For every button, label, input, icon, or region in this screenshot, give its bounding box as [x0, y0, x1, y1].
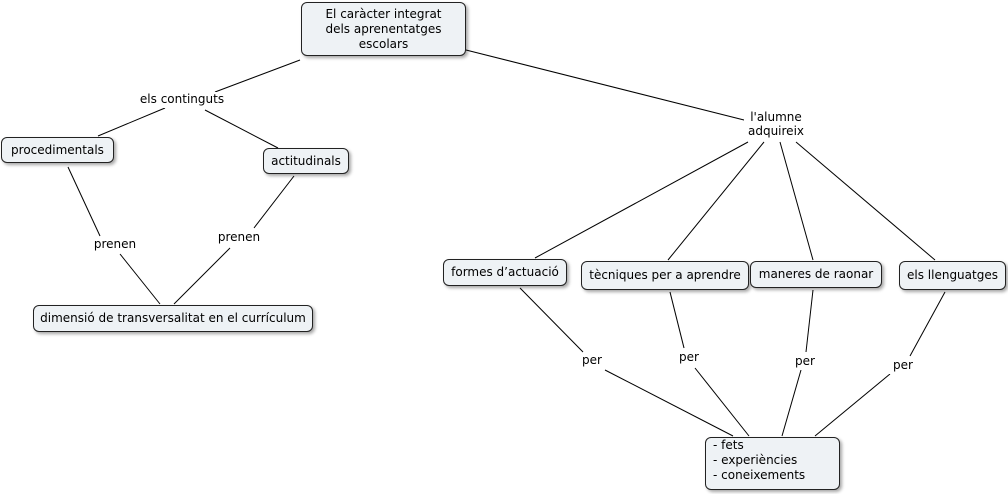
linking-phrase-continguts: els continguts — [136, 92, 228, 108]
formes-text: formes d’actuació — [451, 265, 559, 279]
line-per-fets-3 — [781, 369, 802, 437]
line-tecniques-per — [669, 291, 685, 349]
line-prenen-transversalitat-left — [119, 253, 161, 305]
linking-phrase-prenen-left: prenen — [92, 237, 138, 253]
line-per-fets-1 — [604, 369, 734, 437]
linking-phrase-per-3: per — [791, 354, 819, 370]
list-item-fets: - fets — [713, 438, 744, 452]
line-alumne-maneres — [779, 141, 814, 261]
linking-phrase-prenen-right: prenen — [216, 230, 262, 246]
list-item-experiencies: - experiències — [713, 453, 798, 467]
alumne-line-2: adquireix — [747, 124, 804, 138]
linking-phrase-per-1: per — [578, 353, 606, 369]
concept-procedimentals[interactable]: procedimentals — [1, 137, 114, 163]
main-line-3: escolars — [358, 36, 409, 51]
line-continguts-actitudinals — [204, 109, 279, 149]
concept-fets-list[interactable]: - fets - experiències - coneixements — [705, 437, 840, 490]
line-prenen-transversalitat-right — [173, 247, 231, 305]
line-alumne-llenguatges — [795, 141, 936, 261]
concept-transversalitat[interactable]: dimensió de transversalitat en el curríc… — [33, 305, 313, 332]
concept-formes[interactable]: formes d’actuació — [443, 259, 567, 286]
concept-actitudinals[interactable]: actitudinals — [263, 148, 349, 174]
concept-main[interactable]: El caràcter integrat dels aprenentatges … — [301, 2, 466, 56]
line-actitudinals-prenen — [253, 175, 295, 229]
maneres-text: maneres de raonar — [758, 267, 874, 281]
line-formes-per — [519, 287, 584, 353]
main-line-2: dels aprenentatges — [325, 21, 442, 36]
tecniques-text: tècniques per a aprendre — [589, 268, 741, 282]
line-per-fets-4 — [814, 373, 891, 437]
line-continguts-procedimentals — [97, 107, 166, 137]
line-main-continguts — [214, 59, 301, 93]
procedimentals-text: procedimentals — [11, 142, 104, 157]
concept-maneres[interactable]: maneres de raonar — [750, 261, 882, 288]
linking-phrase-alumne: l'alumne adquireix — [744, 110, 808, 140]
concept-tecniques[interactable]: tècniques per a aprendre — [581, 261, 749, 290]
line-alumne-formes — [534, 141, 749, 259]
line-llenguatges-per — [909, 291, 946, 357]
main-line-1: El caràcter integrat — [325, 6, 442, 21]
linking-phrase-per-2: per — [675, 350, 703, 366]
line-procedimentals-prenen — [67, 166, 101, 237]
linking-phrase-per-4: per — [889, 358, 917, 374]
line-per-fets-2 — [694, 367, 750, 437]
line-alumne-tecniques — [667, 141, 765, 261]
transversalitat-text: dimensió de transversalitat en el curríc… — [40, 311, 306, 325]
line-maneres-per — [805, 289, 814, 353]
llenguatges-text: els llenguatges — [907, 268, 998, 282]
concept-llenguatges[interactable]: els llenguatges — [899, 261, 1006, 290]
line-main-alumne — [465, 49, 749, 122]
actitudinals-text: actitudinals — [271, 153, 341, 168]
list-item-coneixements: - coneixements — [713, 468, 806, 482]
alumne-line-1: l'alumne — [750, 110, 802, 124]
